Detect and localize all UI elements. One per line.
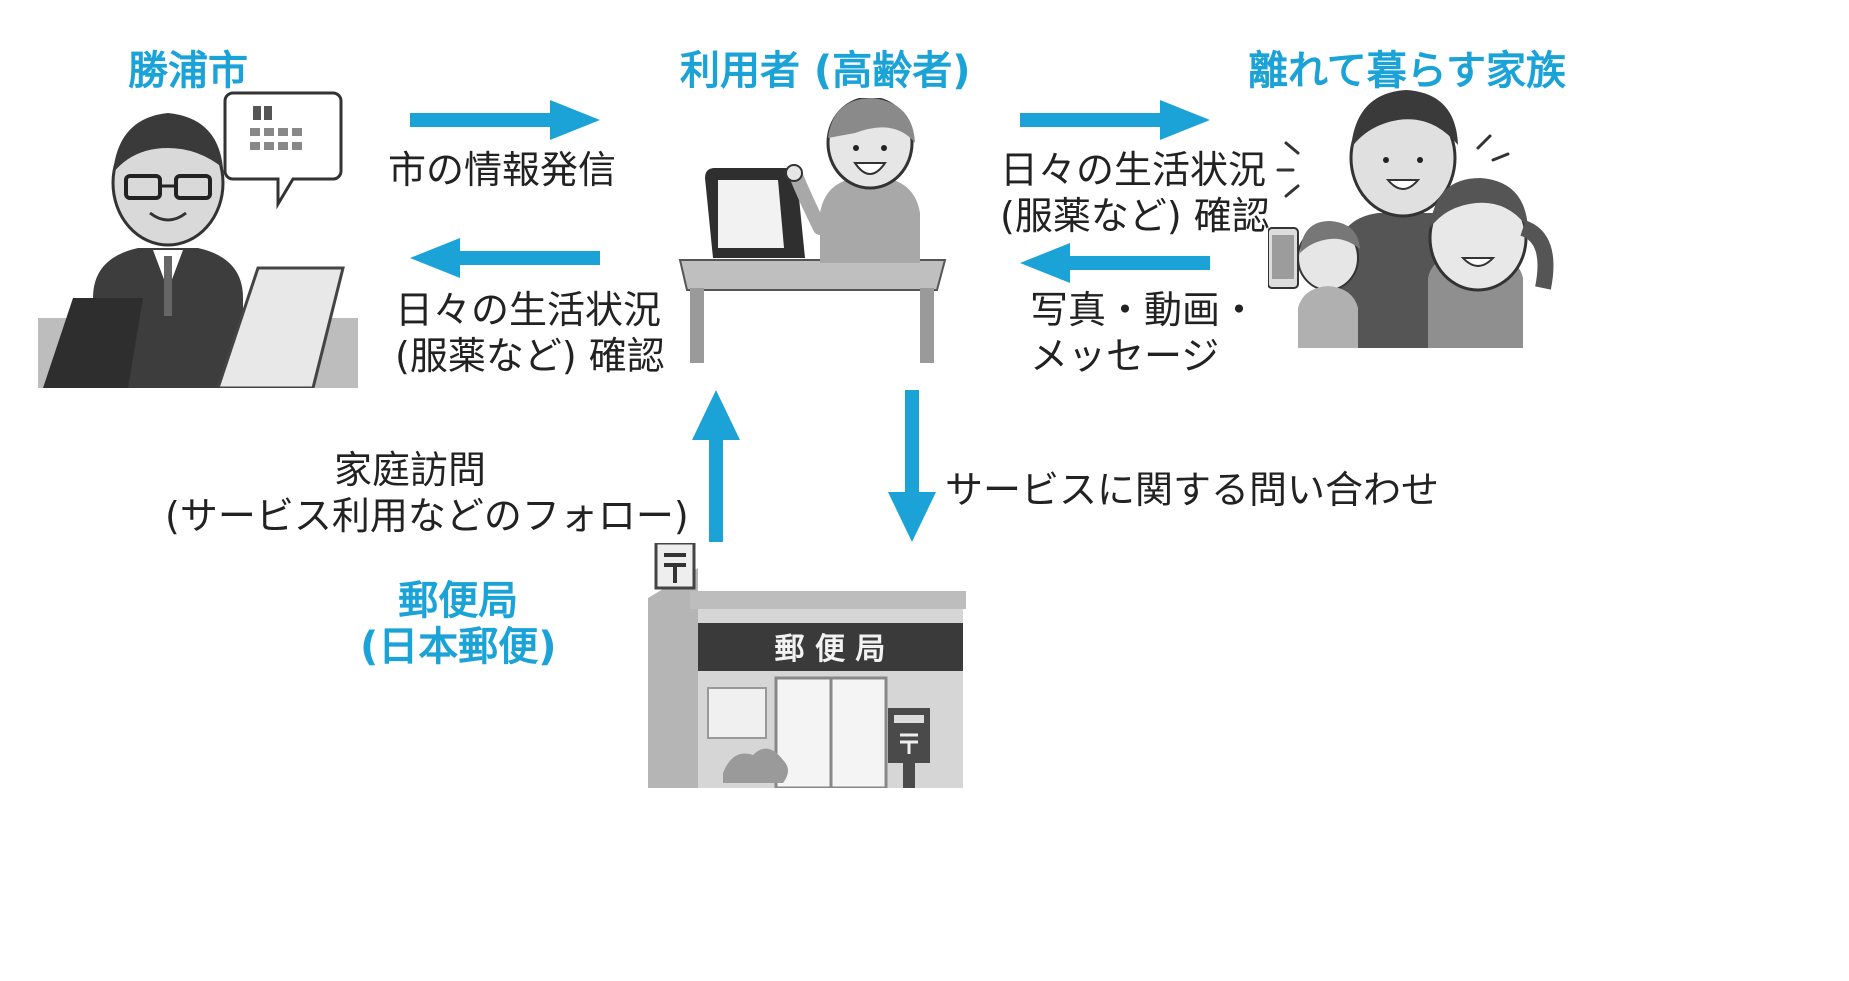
arrow-user-to-family	[1020, 100, 1210, 140]
post-office-label-line2: (日本郵便)	[360, 624, 557, 670]
flow-user-to-family-line1: 日々の生活状況	[1000, 148, 1267, 192]
arrow-user-to-city	[410, 238, 600, 278]
flow-user-to-post-label: サービスに関する問い合わせ	[945, 468, 1440, 512]
family-label: 離れて暮らす家族	[1248, 48, 1566, 94]
elderly-woman-tablet-icon	[678, 98, 947, 363]
flow-family-to-user-label: 写真・動画・ メッセージ	[1030, 288, 1258, 379]
flow-family-to-user-line2: メッセージ	[1030, 333, 1220, 378]
flow-city-to-user-label: 市の情報発信	[388, 148, 617, 192]
arrow-post-to-user	[692, 390, 740, 542]
flow-post-to-user-label: 家庭訪問 (サービス利用などのフォロー)	[165, 448, 689, 539]
flow-post-to-user-line1: 家庭訪問	[333, 448, 486, 492]
flow-user-to-city-line1: 日々の生活状況	[395, 288, 662, 332]
post-office-sign: 郵 便 局	[775, 632, 886, 667]
flow-post-to-user-line2: (サービス利用などのフォロー)	[165, 493, 689, 538]
flow-user-to-family-line2: (服薬など) 確認	[1000, 193, 1270, 238]
city-official-laptop-icon	[38, 91, 358, 388]
post-office-label-line1: 郵便局	[398, 578, 519, 624]
family-smartphone-icon	[1268, 90, 1554, 348]
flow-user-to-city-line2: (服薬など) 確認	[395, 333, 665, 378]
user-label: 利用者 (高齢者)	[680, 48, 971, 94]
post-office-building-icon: 郵 便 局	[648, 543, 966, 788]
flow-family-to-user-line1: 写真・動画・	[1030, 288, 1259, 332]
arrow-family-to-user	[1020, 243, 1210, 283]
post-office-label: 郵便局 (日本郵便)	[360, 578, 557, 670]
city-label: 勝浦市	[128, 48, 248, 94]
flow-user-to-family-label: 日々の生活状況 (服薬など) 確認	[1000, 148, 1270, 239]
flow-user-to-city-label: 日々の生活状況 (服薬など) 確認	[395, 288, 665, 379]
arrow-user-to-post	[888, 390, 936, 542]
arrow-city-to-user	[410, 100, 600, 140]
